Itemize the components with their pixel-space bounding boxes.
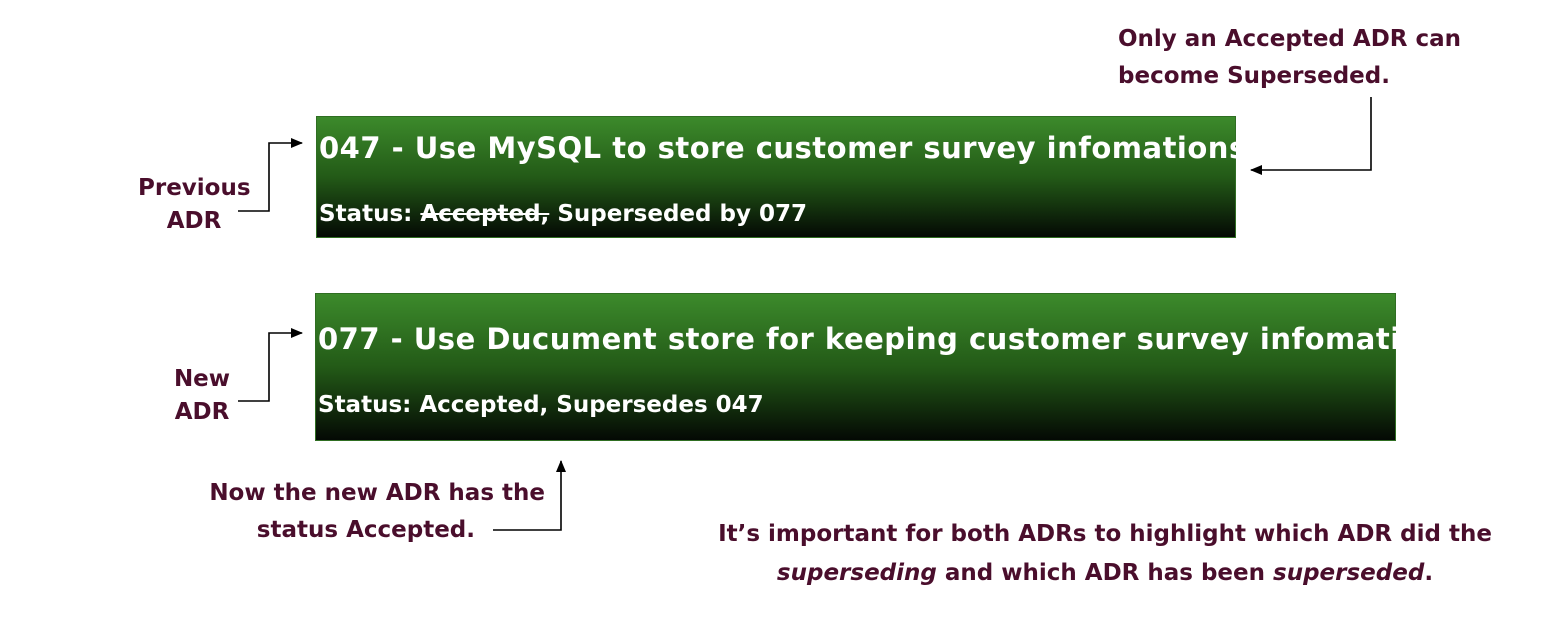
new-adr-title: 077 - Use Ducument store for keeping cus… <box>318 322 1472 356</box>
new-accepted-note: Now the new ADR has the status Accepted. <box>209 480 545 543</box>
previous-adr-title: 047 - Use MySQL to store customer survey… <box>319 131 1259 165</box>
struck-status: Accepted, <box>420 201 550 227</box>
arrow-previous-adr <box>238 138 303 212</box>
superseded-word: superseded <box>1273 560 1425 586</box>
new-adr-label: New ADR <box>173 366 231 425</box>
previous-adr-status: Status: Accepted, Superseded by 077 <box>319 201 807 227</box>
arrow-new-accepted <box>493 460 566 531</box>
arrow-only-accepted <box>1250 97 1372 175</box>
arrow-new-adr <box>238 328 303 402</box>
previous-adr-label: Previous ADR <box>138 175 251 234</box>
new-adr-status: Status: Accepted, Supersedes 047 <box>318 392 764 418</box>
only-accepted-note: Only an Accepted ADR can become Supersed… <box>1118 26 1462 89</box>
superseding-word: superseding <box>776 560 937 586</box>
new-adr-box: 077 - Use Ducument store for keeping cus… <box>315 293 1471 441</box>
importance-note: It’s important for both ADRs to highligh… <box>718 521 1492 586</box>
previous-adr-box: 047 - Use MySQL to store customer survey… <box>316 116 1258 238</box>
